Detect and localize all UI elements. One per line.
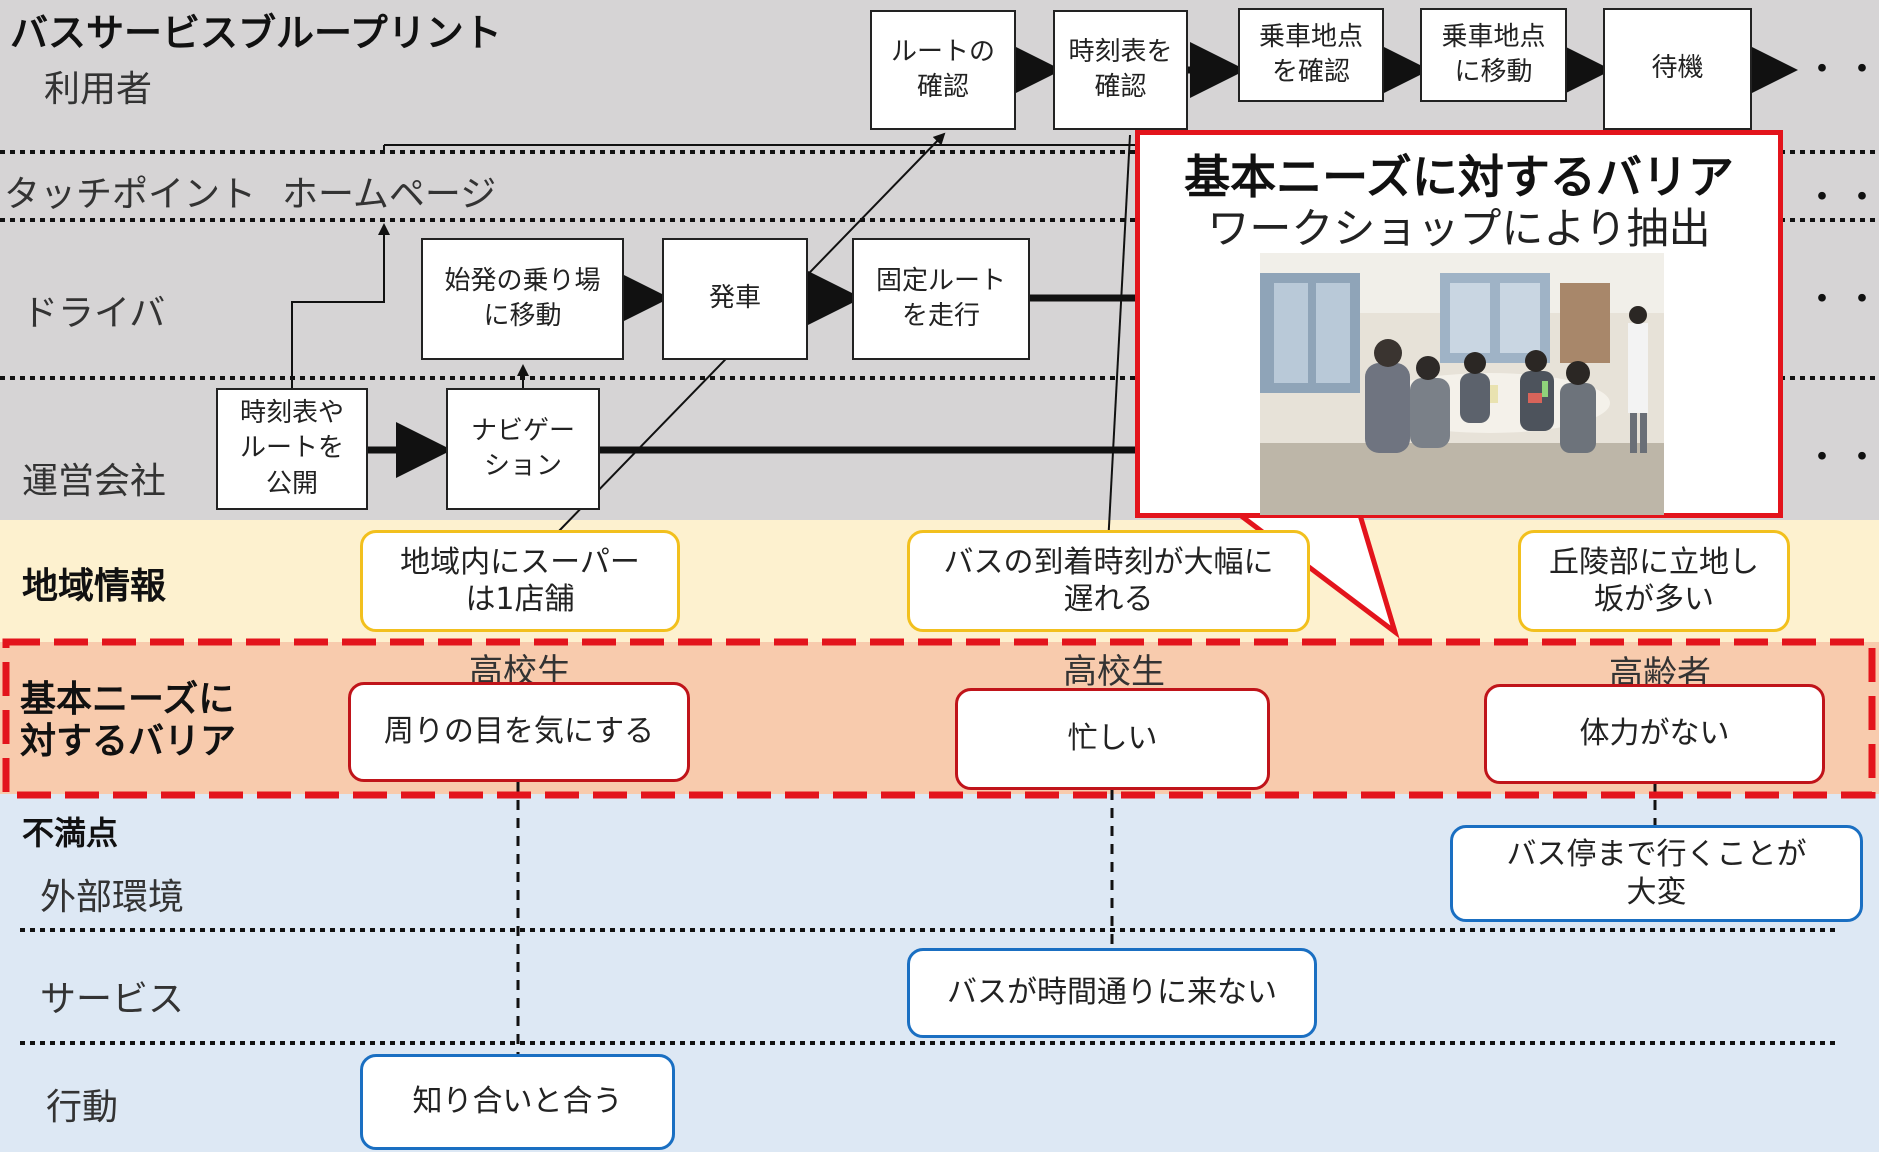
continuation-touchpoint: ・・・ [1804, 177, 1879, 218]
behavior-item-meet-acquaintance: 知り合いと合う [360, 1054, 675, 1150]
continuation-operator: ・・・ [1804, 437, 1879, 478]
driver-step-fixed-route: 固定ルート を走行 [852, 238, 1030, 360]
continuation-driver: ・・・ [1804, 279, 1879, 320]
callout-subtitle: ワークショップにより抽出 [1207, 204, 1711, 253]
user-step-route: ルートの 確認 [870, 10, 1016, 130]
workshop-photo [1260, 253, 1664, 515]
user-step-move: 乗車地点 に移動 [1420, 8, 1567, 102]
continuation-user: ・・・ [1804, 49, 1879, 90]
lane-label-environment: 外部環境 [40, 877, 185, 918]
lane-label-behavior: 行動 [46, 1087, 119, 1128]
lane-label-barrier-2: 対するバリア [20, 721, 237, 762]
region-item-supermarket: 地域内にスーパー は1店舗 [360, 530, 680, 632]
barrier-no-stamina: 体力がない [1484, 684, 1825, 784]
user-step-wait: 待機 [1603, 8, 1752, 130]
service-item-late-bus: バスが時間通りに来ない [907, 948, 1317, 1038]
lane-label-dissatisfaction: 不満点 [22, 814, 119, 852]
region-item-bus-delay: バスの到着時刻が大幅に 遅れる [907, 530, 1310, 632]
operator-step-navigation: ナビゲー ション [446, 388, 600, 510]
environment-item-bus-stop: バス停まで行くことが 大変 [1450, 825, 1863, 922]
barrier-busy: 忙しい [955, 688, 1270, 790]
lane-label-touchpoint: タッチポイント [4, 174, 257, 215]
page-title: バスサービスブループリント [10, 11, 502, 55]
lane-label-region: 地域情報 [22, 566, 167, 607]
lane-label-user: 利用者 [44, 69, 153, 110]
user-step-boarding-point: 乗車地点 を確認 [1238, 8, 1384, 102]
persona-label: 高校生 [1063, 652, 1165, 692]
driver-step-depart: 発車 [662, 238, 808, 360]
barrier-peer-pressure: 周りの目を気にする [348, 682, 690, 782]
lane-label-barrier-1: 基本ニーズに [20, 679, 235, 720]
callout-title: 基本ニーズに対するバリア [1184, 150, 1734, 204]
touchpoint-homepage: ホームページ [282, 174, 497, 215]
lane-label-operator: 運営会社 [22, 461, 167, 502]
workshop-callout: 基本ニーズに対するバリア ワークショップにより抽出 [1135, 130, 1783, 518]
user-step-timetable: 時刻表を 確認 [1053, 10, 1188, 130]
operator-step-publish: 時刻表や ルートを 公開 [216, 388, 368, 510]
driver-step-go-to-start: 始発の乗り場 に移動 [421, 238, 624, 360]
region-item-hills: 丘陵部に立地し 坂が多い [1518, 530, 1790, 632]
lane-label-driver: ドライバ [22, 293, 166, 334]
lane-label-service: サービス [40, 979, 185, 1020]
